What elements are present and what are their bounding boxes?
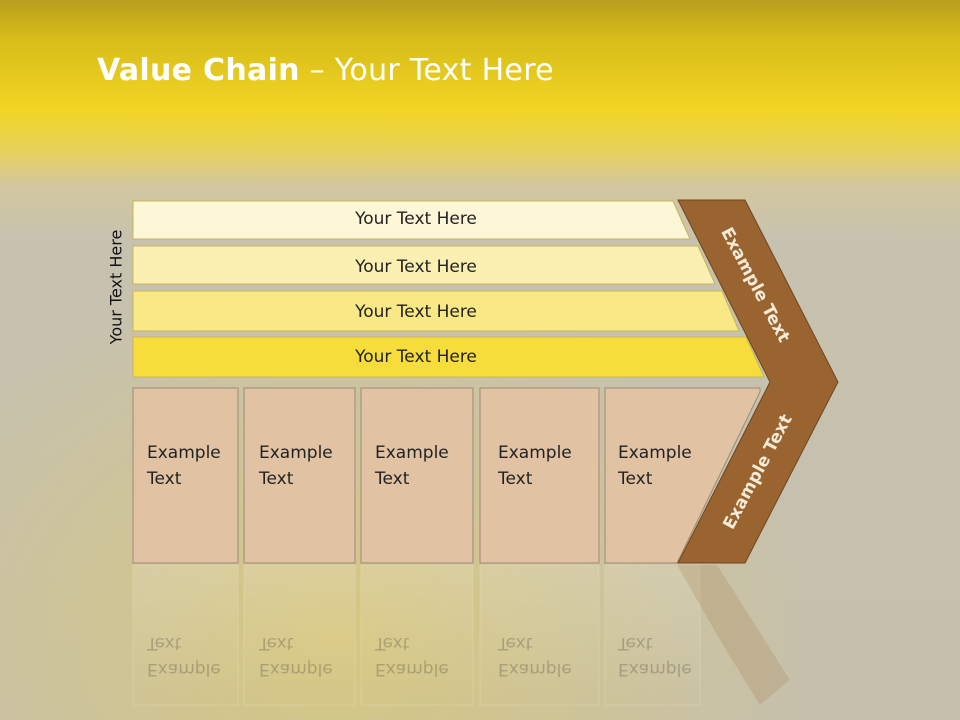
activity-box-2 [243,387,356,564]
row-bar-4 [132,336,765,378]
row-label-2: Your Text Here [355,257,477,277]
row-label-1: Your Text Here [355,209,477,229]
reflection-group [132,564,790,706]
slide-title: Value Chain – Your Text Here [97,53,554,88]
activity-box-5 [604,387,761,564]
row-bar-3 [132,290,740,332]
activity-box-3 [360,387,474,564]
activity-box-1 [132,387,239,564]
activity-box-4 [479,387,600,564]
row-label-3: Your Text Here [355,302,477,322]
row-bar-2 [132,245,716,285]
margin-chevron [677,199,839,564]
row-bar-1 [132,200,691,240]
row-label-4: Your Text Here [355,347,477,367]
